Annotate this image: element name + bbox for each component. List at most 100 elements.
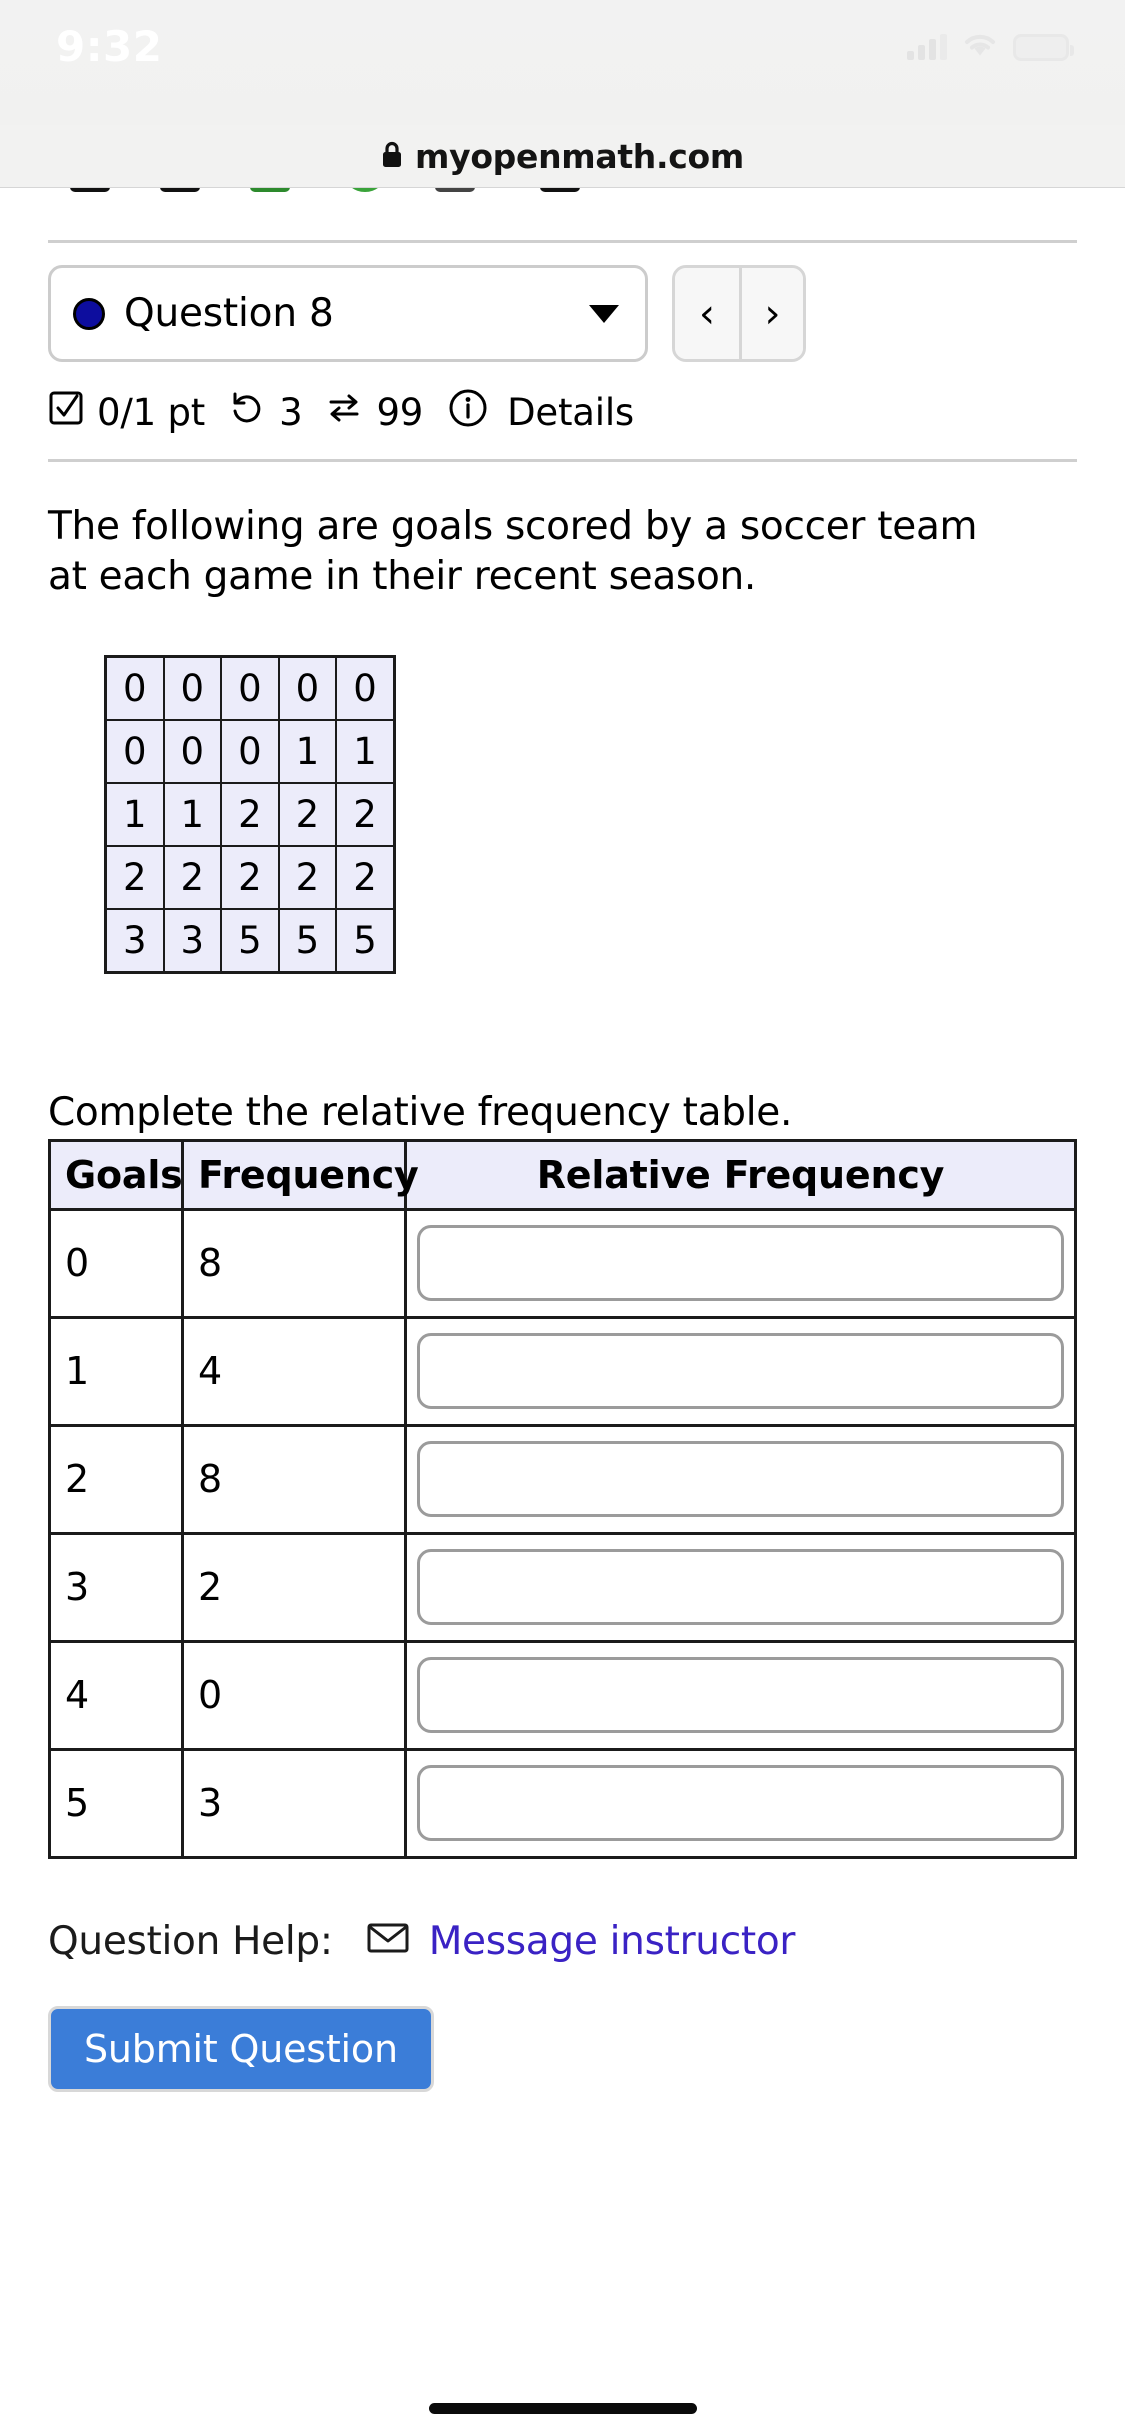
versions-count: 99 xyxy=(376,391,424,434)
question-selector-dropdown[interactable]: Question 8 xyxy=(48,265,648,362)
data-cell: 0 xyxy=(220,655,280,721)
divider-meta xyxy=(48,459,1077,462)
relative-frequency-input[interactable] xyxy=(417,1765,1064,1842)
table-row: 0 8 xyxy=(48,1207,1077,1319)
data-cell: 1 xyxy=(104,781,165,847)
data-cell: 0 xyxy=(104,655,165,721)
details-link[interactable]: Details xyxy=(507,391,635,434)
relative-frequency-table-head: Goals Frequency Relative Frequency xyxy=(48,1138,1077,1211)
data-cell: 0 xyxy=(104,718,165,784)
cell-relative-frequency xyxy=(404,1531,1077,1643)
cellular-signal-icon xyxy=(907,34,947,60)
ios-status-bar: 9:32 xyxy=(0,0,1125,125)
wifi-icon xyxy=(963,32,997,62)
question-nav-row: Question 8 ‹ › xyxy=(0,243,1125,362)
data-cell: 2 xyxy=(335,844,396,910)
question-pager: ‹ › xyxy=(672,265,806,362)
data-cell: 1 xyxy=(335,718,396,784)
raw-data-grid: 0 0 0 0 0 0 0 0 1 1 1 1 2 2 xyxy=(104,654,396,974)
previous-question-button[interactable]: ‹ xyxy=(675,268,739,359)
relative-frequency-instruction: Complete the relative frequency table. xyxy=(48,1089,793,1135)
data-cell: 1 xyxy=(277,718,338,784)
envelope-icon xyxy=(367,1919,409,1964)
undo-arrow-icon xyxy=(228,389,266,436)
table-row: 1 4 xyxy=(48,1315,1077,1427)
cell-goals: 2 xyxy=(48,1423,184,1535)
relative-frequency-table-wrapper: Goals Frequency Relative Frequency 0 8 1… xyxy=(0,1135,1125,1859)
page-content: Question 8 ‹ › 0/1 pt 3 xyxy=(0,195,1125,2092)
question-prompt: The following are goals scored by a socc… xyxy=(48,504,978,599)
checkbox-checked-icon xyxy=(48,390,84,435)
browser-toolbar-partial xyxy=(0,187,1125,195)
home-indicator xyxy=(428,2403,697,2414)
lock-icon xyxy=(381,141,403,172)
data-cell: 5 xyxy=(335,907,396,974)
status-bar-indicators xyxy=(907,32,1074,62)
data-cell: 0 xyxy=(220,718,280,784)
relative-frequency-input[interactable] xyxy=(417,1333,1064,1410)
cell-goals: 3 xyxy=(48,1531,184,1643)
relative-frequency-input[interactable] xyxy=(417,1225,1064,1302)
cell-frequency: 8 xyxy=(181,1423,407,1535)
info-circle-icon[interactable] xyxy=(448,388,488,437)
table-row: 0 0 0 1 1 xyxy=(104,718,396,784)
submit-row: Submit Question xyxy=(0,1964,1125,2092)
attempts-count: 3 xyxy=(279,391,303,434)
status-bar-clock: 9:32 xyxy=(56,22,163,71)
table-row: 2 2 2 2 2 xyxy=(104,844,396,910)
cell-relative-frequency xyxy=(404,1207,1077,1319)
data-cell: 5 xyxy=(220,907,280,974)
column-header-frequency: Frequency xyxy=(181,1138,419,1211)
cell-goals: 1 xyxy=(48,1315,184,1427)
data-cell: 3 xyxy=(104,907,165,974)
question-meta-line: 0/1 pt 3 99 Details xyxy=(0,362,1125,437)
cell-frequency: 0 xyxy=(181,1639,407,1751)
table-row: 2 8 xyxy=(48,1423,1077,1535)
cell-relative-frequency xyxy=(404,1423,1077,1535)
table-header-row: Goals Frequency Relative Frequency xyxy=(48,1138,1077,1211)
question-status-dot-icon xyxy=(73,297,105,330)
browser-url-bar[interactable]: myopenmath.com xyxy=(0,125,1125,187)
cell-goals: 5 xyxy=(48,1747,184,1859)
data-cell: 1 xyxy=(162,781,223,847)
url-text: myopenmath.com xyxy=(415,136,744,176)
question-help-row: Question Help: Message instructor xyxy=(0,1859,1125,1964)
relative-frequency-input[interactable] xyxy=(417,1549,1064,1626)
data-cell: 0 xyxy=(277,655,338,721)
cell-frequency: 4 xyxy=(181,1315,407,1427)
relative-frequency-input[interactable] xyxy=(417,1441,1064,1518)
data-cell: 2 xyxy=(277,844,338,910)
next-question-button[interactable]: › xyxy=(739,268,803,359)
table-row: 5 3 xyxy=(48,1747,1077,1859)
question-help-label: Question Help: xyxy=(48,1918,333,1964)
battery-icon xyxy=(1013,33,1074,61)
data-cell: 5 xyxy=(277,907,338,974)
cell-frequency: 3 xyxy=(181,1747,407,1859)
data-cell: 2 xyxy=(220,844,280,910)
data-cell: 2 xyxy=(335,781,396,847)
submit-question-button[interactable]: Submit Question xyxy=(48,2005,434,2092)
data-cell: 0 xyxy=(335,655,396,721)
table-row: 3 3 5 5 5 xyxy=(104,907,396,974)
table-row: 3 2 xyxy=(48,1531,1077,1643)
cell-goals: 4 xyxy=(48,1639,184,1751)
column-header-goals: Goals xyxy=(48,1138,184,1211)
data-cell: 0 xyxy=(162,718,223,784)
table-row: 1 1 2 2 2 xyxy=(104,781,396,847)
relative-frequency-table: Goals Frequency Relative Frequency 0 8 1… xyxy=(48,1138,1077,1859)
relative-frequency-table-body: 0 8 1 4 2 8 xyxy=(48,1207,1077,1859)
cell-relative-frequency xyxy=(404,1315,1077,1427)
message-instructor-link[interactable]: Message instructor xyxy=(428,1918,796,1964)
relative-frequency-input[interactable] xyxy=(417,1657,1064,1734)
data-cell: 2 xyxy=(162,844,223,910)
cell-relative-frequency xyxy=(404,1747,1077,1859)
data-cell: 2 xyxy=(220,781,280,847)
score-text: 0/1 pt xyxy=(97,391,206,434)
cell-frequency: 2 xyxy=(181,1531,407,1643)
table-row: 4 0 xyxy=(48,1639,1077,1751)
cell-relative-frequency xyxy=(404,1639,1077,1751)
table-row: 0 0 0 0 0 xyxy=(104,655,396,721)
column-header-relative-frequency: Relative Frequency xyxy=(404,1138,1077,1211)
cell-frequency: 8 xyxy=(181,1207,407,1319)
data-cell: 3 xyxy=(162,907,223,974)
